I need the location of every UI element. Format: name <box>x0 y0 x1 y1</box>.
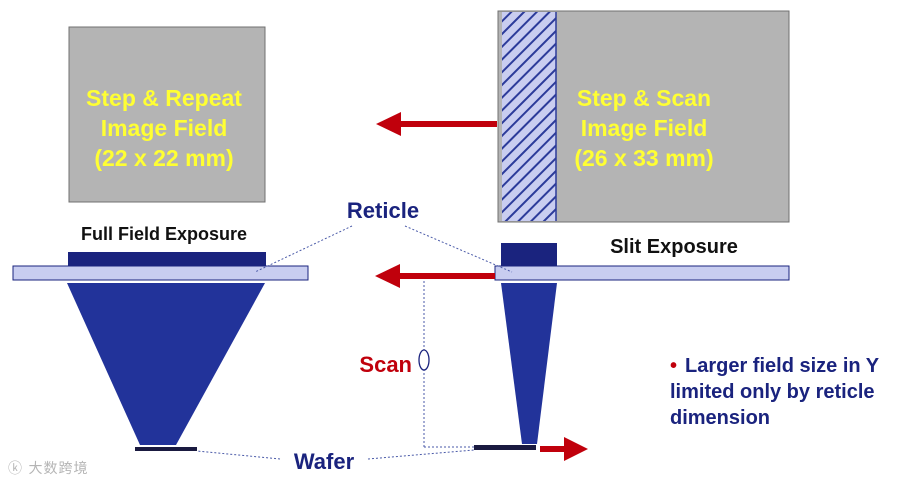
wafer-label: Wafer <box>294 449 355 474</box>
slit-exposure-caption: Slit Exposure <box>610 236 738 258</box>
bullet-marker: • <box>670 355 677 377</box>
step-repeat-subtitle: Image Field <box>101 115 228 141</box>
scan-sync-icon <box>418 349 430 371</box>
watermark-text: 大数跨境 <box>28 461 89 477</box>
reticle-right <box>494 265 790 281</box>
slit-projection-lens <box>501 283 557 444</box>
full-field-projection-lens <box>67 283 265 445</box>
wafer-right <box>474 445 536 450</box>
wafer-leader-right <box>367 449 475 460</box>
wafer-motion-arrow-head <box>564 437 588 461</box>
step-repeat-title: Step & Repeat <box>86 85 242 111</box>
step-repeat-image-field <box>68 26 266 203</box>
wafer-left <box>135 447 197 451</box>
bullet-line-2: limited only by reticle <box>670 381 875 403</box>
step-scan-subtitle: Image Field <box>581 115 708 141</box>
slit-mask-block <box>501 243 557 266</box>
reticle-label: Reticle <box>347 198 419 223</box>
full-field-exposure-caption: Full Field Exposure <box>81 224 247 244</box>
reticle-leader-right <box>404 225 513 273</box>
bullet-line-1: Larger field size in Y <box>685 355 880 377</box>
reticle-motion-arrow-head <box>375 264 400 288</box>
step-scan-size: (26 x 33 mm) <box>574 145 713 171</box>
wafer-leader-left <box>196 450 281 460</box>
step-scan-title: Step & Scan <box>577 85 711 111</box>
field-motion-arrow-head <box>376 112 401 136</box>
bullet-line-3: dimension <box>670 407 770 429</box>
step-repeat-size: (22 x 22 mm) <box>94 145 233 171</box>
watermark-logo-icon: ⓚ <box>8 461 23 477</box>
reticle-leader-left <box>254 225 353 273</box>
scan-label: Scan <box>359 352 412 377</box>
scan-slit-hatch <box>502 12 556 221</box>
full-field-mask-block <box>68 252 266 266</box>
watermark: ⓚ 大数跨境 <box>8 458 88 478</box>
